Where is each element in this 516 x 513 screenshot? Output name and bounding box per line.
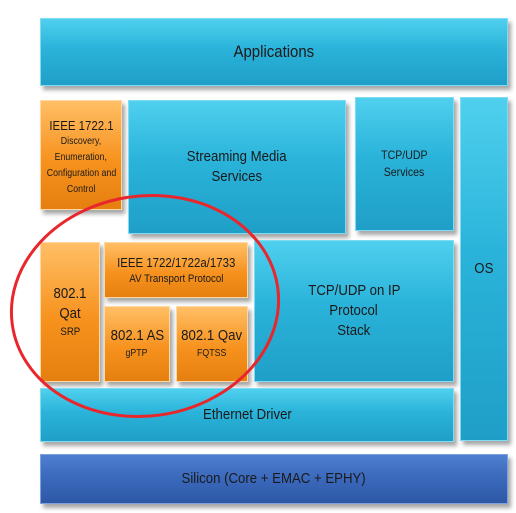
ieee-1722-1-line-2: Enumeration, xyxy=(54,151,108,163)
tcp-ip-stack-line-1: TCP/UDP on IP xyxy=(307,282,401,299)
streaming-media-line-1: Streaming Media xyxy=(187,148,287,165)
gptp-sub: gPTP xyxy=(125,348,148,359)
ethernet-driver-block: Ethernet Driver xyxy=(40,388,454,442)
ieee-1722-1-line-4: Control xyxy=(66,183,96,195)
srp-sub: SRP xyxy=(60,326,80,338)
avtp-block: IEEE 1722/1722a/1733 AV Transport Protoc… xyxy=(104,242,248,298)
ethernet-driver-label: Ethernet Driver xyxy=(202,406,292,423)
avtp-title: IEEE 1722/1722a/1733 xyxy=(116,254,236,270)
os-label: OS xyxy=(474,260,494,277)
applications-label: Applications xyxy=(233,42,315,61)
streaming-media-block: Streaming Media Services xyxy=(128,100,346,234)
os-block: OS xyxy=(460,97,508,441)
ieee-1722-1-block: IEEE 1722.1 Discovery, Enumeration, Conf… xyxy=(40,100,122,210)
srp-block: 802.1 Qat SRP xyxy=(40,242,100,382)
tcp-udp-services-block: TCP/UDP Services xyxy=(355,97,454,231)
tcp-ip-stack-line-3: Stack xyxy=(337,322,371,339)
avtp-sub: AV Transport Protocol xyxy=(129,272,223,285)
gptp-block: 802.1 AS gPTP xyxy=(104,306,170,382)
fqtss-sub: FQTSS xyxy=(197,348,227,359)
ieee-1722-1-title: IEEE 1722.1 xyxy=(48,117,114,133)
streaming-media-line-2: Services xyxy=(211,168,263,185)
silicon-block: Silicon (Core + EMAC + EPHY) xyxy=(40,454,508,504)
ieee-1722-1-line-1: Discovery, xyxy=(60,135,102,147)
tcp-udp-services-line-2: Services xyxy=(384,165,425,179)
srp-title: 802.1 Qat xyxy=(53,285,87,322)
tcp-ip-stack-block: TCP/UDP on IP Protocol Stack xyxy=(254,240,454,382)
fqtss-title: 802.1 Qav xyxy=(181,327,243,344)
gptp-title: 802.1 AS xyxy=(110,327,164,344)
tcp-ip-stack-line-2: Protocol xyxy=(329,302,379,319)
fqtss-block: 802.1 Qav FQTSS xyxy=(176,306,248,382)
ieee-1722-1-line-3: Configuration and xyxy=(46,167,116,179)
silicon-label: Silicon (Core + EMAC + EPHY) xyxy=(181,470,367,487)
applications-block: Applications xyxy=(40,18,508,86)
tcp-udp-services-line-1: TCP/UDP xyxy=(381,148,428,162)
